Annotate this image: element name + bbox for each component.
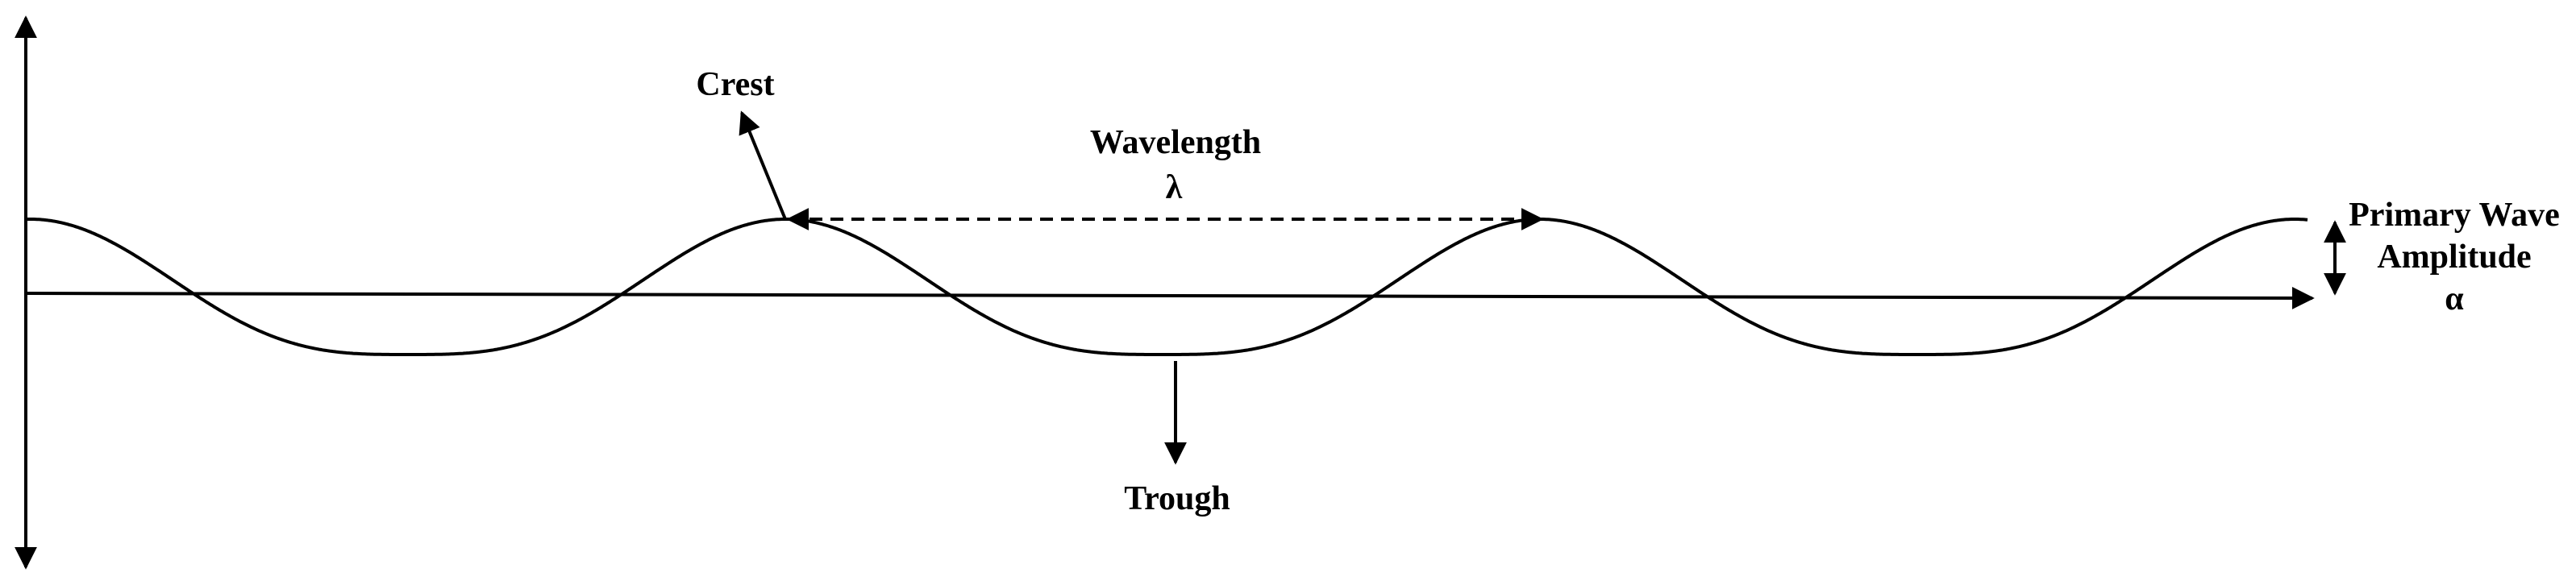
crest-arrow <box>739 110 787 220</box>
amplitude-label-line2: Amplitude <box>2377 239 2531 276</box>
alpha-symbol: α <box>2445 280 2464 317</box>
wavelength-label: Wavelength <box>1090 124 1261 161</box>
trough-label: Trough <box>1124 480 1230 517</box>
amplitude-label-line1: Primary Wave <box>2349 197 2560 234</box>
lambda-symbol: λ <box>1166 169 1183 206</box>
horizontal-axis <box>27 286 2315 309</box>
crest-label: Crest <box>696 66 774 103</box>
wave-curve <box>27 218 2308 356</box>
